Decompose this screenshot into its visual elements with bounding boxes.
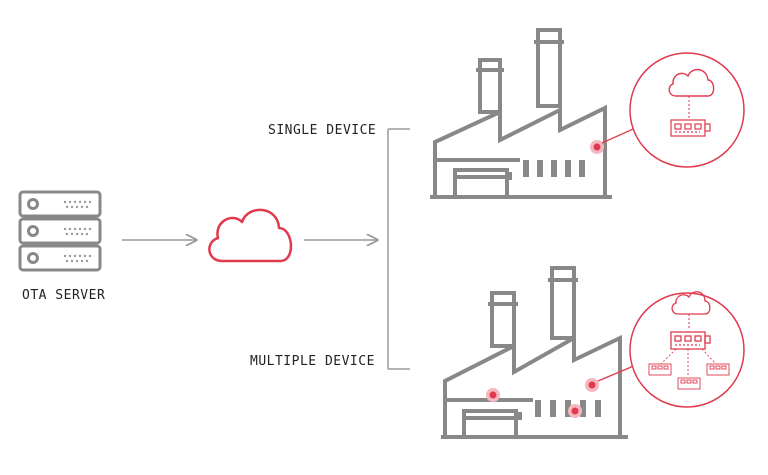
connector-multiple	[597, 364, 637, 382]
sensor-dot-icon-multiple-2	[585, 378, 599, 392]
device-board-icon	[670, 119, 711, 137]
server-vents-1	[63, 200, 92, 209]
server-vents-2	[63, 227, 92, 236]
sensor-dot-icon-multiple-3	[568, 404, 582, 418]
cloud-icon	[208, 208, 293, 263]
server-vents-3	[63, 254, 92, 263]
detail-circle-single	[629, 52, 745, 168]
cloud-icon-small	[668, 69, 715, 97]
sensor-dot-icon-multiple-1	[486, 388, 500, 402]
multiple-device-label: MULTIPLE DEVICE	[250, 354, 375, 369]
single-device-label: SINGLE DEVICE	[268, 123, 377, 138]
ota-server-label: OTA SERVER	[22, 288, 106, 303]
cloud-icon-small	[671, 291, 711, 315]
factory-windows-multiple	[535, 400, 601, 417]
branch-bracket	[387, 128, 410, 370]
server-icon	[18, 190, 102, 272]
device-board-icon-right	[706, 363, 730, 376]
factory-windows-single	[523, 160, 585, 177]
device-board-icon-left	[648, 363, 672, 376]
factory-icon-single	[430, 28, 612, 199]
sensor-dot-icon-single	[590, 140, 604, 154]
factory-icon-multiple	[441, 266, 628, 439]
detail-circle-multiple	[629, 291, 745, 408]
device-board-icon-bottom	[677, 377, 701, 390]
